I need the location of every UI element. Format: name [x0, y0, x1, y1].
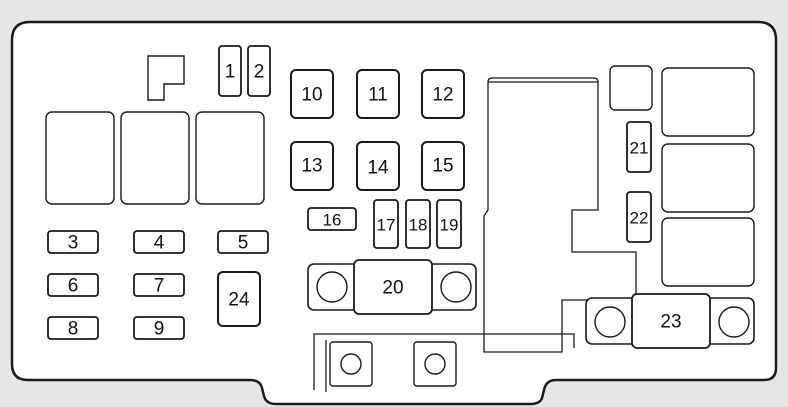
relay-left-3: [195, 111, 265, 205]
fuse-19-label: 19: [440, 216, 459, 235]
fuse-1-body[interactable]: [218, 45, 242, 97]
fuse-23-bolt-right: [718, 306, 750, 338]
fuse-7-body[interactable]: [133, 273, 185, 297]
fuse-6-label: 6: [68, 276, 79, 297]
terminal-bolt-1: [340, 353, 362, 375]
fuse-23-label: 23: [660, 312, 681, 333]
fuse-12-body[interactable]: [421, 69, 465, 119]
fuse-22-label: 22: [630, 209, 649, 228]
fuse-23-body: [631, 293, 711, 349]
relay-right-small: [609, 65, 653, 111]
fuse-17-body[interactable]: [373, 199, 399, 249]
fuse-4-label: 4: [154, 233, 165, 254]
fuse-14-label: 14: [367, 158, 389, 179]
fuse-22-body[interactable]: [626, 191, 652, 243]
fuse-10-label: 10: [301, 85, 322, 106]
fuse-7-label: 7: [154, 276, 165, 297]
fuse-20-bolt-left: [316, 271, 348, 303]
fuse-18-body[interactable]: [405, 199, 431, 249]
fuse-13-body[interactable]: [290, 141, 334, 191]
terminal-bolt-2: [424, 353, 446, 375]
fuse-8-label: 8: [68, 319, 79, 340]
fuse-labels: 1 2 10 11 12 13 14 15 16 17 18 19 20 21 …: [68, 62, 682, 340]
fuse-18-label: 18: [409, 216, 428, 235]
fuse-3-body[interactable]: [47, 230, 99, 254]
fuse-5-body[interactable]: [217, 230, 269, 254]
relay-right-1: [661, 67, 755, 137]
fuse-17-label: 17: [377, 216, 396, 235]
terminal-area-outline: [313, 333, 575, 390]
fuse-24-body[interactable]: [217, 271, 261, 327]
fuse-16-label: 16: [323, 211, 342, 230]
fuse-9-body[interactable]: [133, 316, 185, 340]
fuse-19-body[interactable]: [436, 199, 462, 249]
fuse-20-bolt-right: [440, 271, 472, 303]
fuse-13-label: 13: [301, 156, 322, 177]
fuse-11-label: 11: [368, 85, 388, 106]
fuse-21-label: 21: [630, 139, 649, 158]
fuses: [47, 45, 652, 340]
fuse-15-body[interactable]: [421, 141, 465, 191]
fuse-23-bolt-left: [594, 306, 626, 338]
fuse-8-body[interactable]: [47, 316, 99, 340]
fuse-4-body[interactable]: [133, 230, 185, 254]
center-relay-bracket: [487, 77, 599, 83]
fuse-21-body[interactable]: [626, 121, 652, 173]
fuse-20-label: 20: [382, 278, 403, 299]
relay-left-1: [45, 111, 115, 205]
fuse-15-label: 15: [432, 156, 453, 177]
fuse-20-body: [353, 259, 433, 315]
fuse-9-label: 9: [154, 319, 165, 340]
fuse-1-label: 1: [225, 62, 236, 83]
fuse-2-label: 2: [254, 62, 265, 83]
relay-right-3: [661, 217, 755, 287]
relay-right-2: [661, 143, 755, 213]
relay-left-2: [120, 111, 190, 205]
fuse-11-body[interactable]: [356, 69, 400, 119]
fuse-2-body[interactable]: [247, 45, 271, 97]
fuse-10-body[interactable]: [290, 69, 334, 119]
fuse-12-label: 12: [432, 85, 453, 106]
fuse-5-label: 5: [238, 233, 249, 254]
fuse-6-body[interactable]: [47, 273, 99, 297]
fuse-14-body[interactable]: [356, 141, 400, 191]
fuse-3-label: 3: [68, 233, 79, 254]
fuse-16-body[interactable]: [307, 207, 357, 231]
connector-notch: [147, 55, 185, 101]
fuse-24-label: 24: [228, 290, 250, 311]
